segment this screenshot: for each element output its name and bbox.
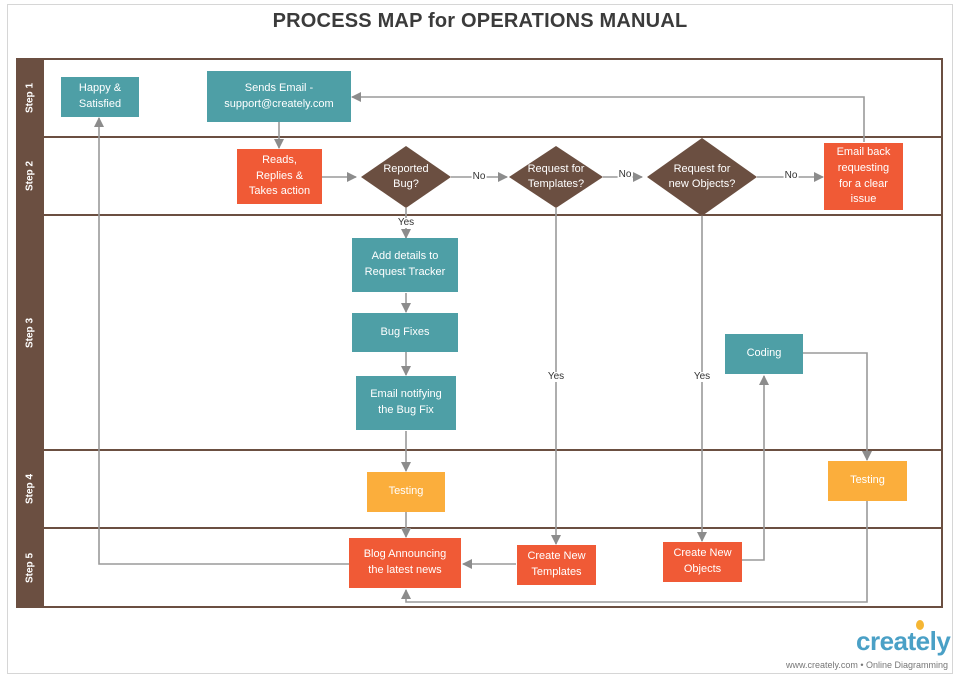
lane-divider [16, 449, 943, 451]
connector-testing-to-blog-bottom [401, 500, 868, 603]
edge-label-no: No [783, 170, 799, 181]
lane-label-step-2: Step 2 [16, 137, 44, 215]
node-reads-replies[interactable]: Reads, Replies & Takes action [237, 149, 322, 204]
decision-request-objects[interactable]: Request for new Objects? [668, 162, 736, 190]
node-coding[interactable]: Coding [725, 334, 803, 374]
decision-request-objects-shape [647, 138, 757, 216]
connector-createobjects-to-coding [742, 375, 769, 561]
node-testing-left[interactable]: Testing [367, 472, 445, 512]
connector-blog-to-happy [94, 117, 349, 565]
connector-emailback-to-sendsemail [351, 92, 865, 142]
node-happy-satisfied[interactable]: Happy & Satisfied [61, 77, 139, 117]
node-create-objects[interactable]: Create New Objects [663, 542, 742, 582]
lane-label-step-1: Step 1 [16, 59, 44, 137]
lane-divider [16, 214, 943, 216]
node-blog-announcing[interactable]: Blog Announcing the latest news [349, 538, 461, 588]
creately-logo: creately [856, 626, 951, 656]
node-bug-fixes[interactable]: Bug Fixes [352, 313, 458, 352]
decision-reported-bug[interactable]: Reported Bug? [383, 162, 429, 190]
lane-label-step-4: Step 4 [16, 450, 44, 528]
decision-reported-bug-shape [361, 146, 451, 208]
edge-label-yes: Yes [692, 371, 712, 382]
node-email-back[interactable]: Email back requesting for a clear issue [824, 143, 903, 210]
connector-coding-to-testing [803, 352, 872, 461]
lane-divider [16, 527, 943, 529]
lightbulb-icon [916, 620, 924, 630]
node-sends-email[interactable]: Sends Email - support@creately.com [207, 71, 351, 122]
edge-label-yes: Yes [396, 217, 416, 228]
edge-label-no: No [471, 171, 487, 182]
edge-label-yes: Yes [546, 371, 566, 382]
lane-label-step-5: Step 5 [16, 528, 44, 607]
edge-label-no: No [617, 169, 633, 180]
lane-divider [16, 136, 943, 138]
node-create-templates[interactable]: Create New Templates [517, 545, 596, 585]
node-add-details[interactable]: Add details to Request Tracker [352, 238, 458, 292]
diagram-title: PROCESS MAP for OPERATIONS MANUAL [272, 10, 688, 32]
decision-request-templates-shape [509, 146, 603, 208]
lane-label-step-3: Step 3 [16, 215, 44, 450]
node-testing-right[interactable]: Testing [828, 461, 907, 501]
decision-request-templates[interactable]: Request for Templates? [527, 162, 585, 190]
node-email-notifying[interactable]: Email notifying the Bug Fix [356, 376, 456, 430]
footer-text: www.creately.com • Online Diagramming [786, 660, 949, 670]
